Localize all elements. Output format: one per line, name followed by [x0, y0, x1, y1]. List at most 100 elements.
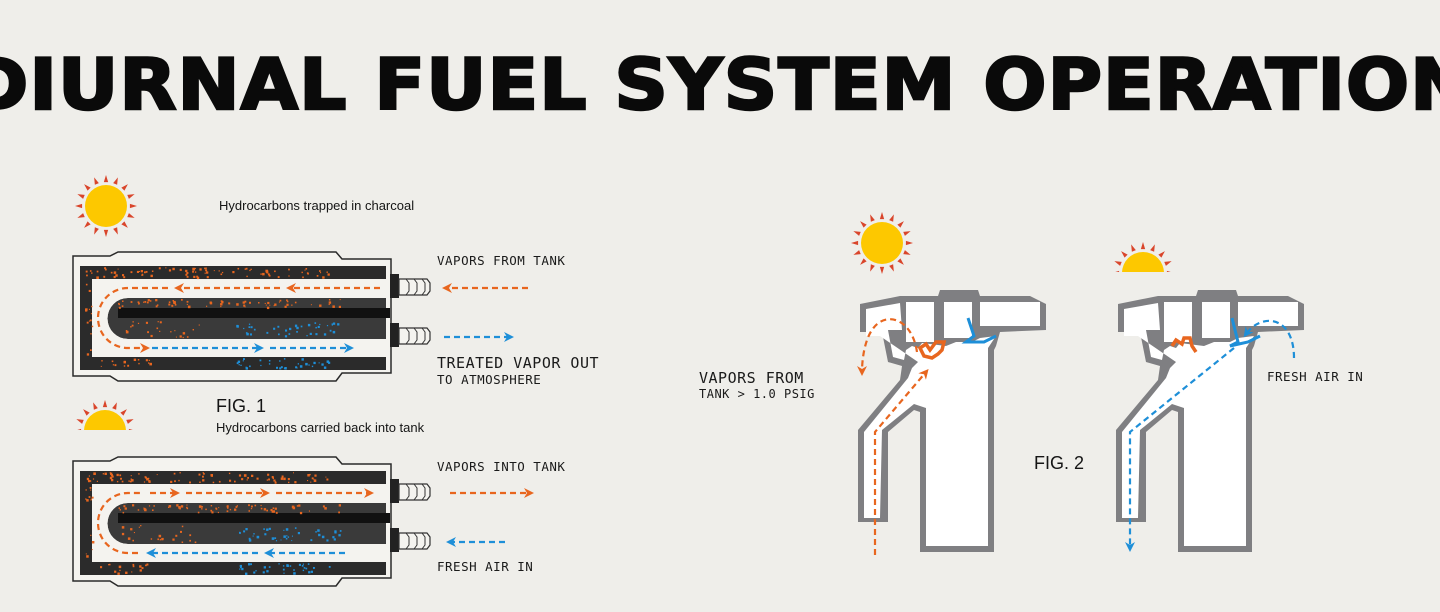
fig2-label: FIG. 2: [1034, 453, 1085, 473]
sun-ray: [870, 264, 875, 272]
sun-ray: [879, 212, 885, 220]
sun-ray: [1158, 288, 1165, 295]
hose-fitting: [390, 323, 431, 347]
sun-ray: [103, 175, 109, 183]
sun-ray: [897, 258, 904, 265]
fuel-cap-valve-vacuum: [1116, 290, 1304, 552]
charcoal-canister-top: [72, 251, 528, 382]
sun-disc: [861, 222, 903, 264]
sun-ray: [126, 419, 134, 424]
fig1-label: FIG. 1: [216, 396, 267, 416]
sun-ray: [903, 250, 911, 255]
sun-ray: [905, 240, 913, 246]
sun-ray: [77, 213, 85, 218]
vacuum-valve-flap: [961, 317, 997, 344]
sun-ray: [113, 177, 118, 185]
hose-fitting: [390, 479, 431, 503]
sun-ray: [1140, 242, 1146, 250]
sun-ray: [112, 402, 117, 410]
sun-ray: [76, 419, 84, 424]
sun-ray: [903, 231, 911, 236]
sun-ray: [93, 402, 98, 410]
vapor-release-arrow: [857, 318, 919, 376]
fresh-air-flow-arrow: [1243, 319, 1296, 359]
sun-ray: [1150, 244, 1155, 252]
vacuum-valve-flap: [1229, 317, 1261, 348]
sun-ray: [1114, 280, 1121, 285]
sun-ray: [84, 221, 91, 228]
pressure-valve-spring: [917, 340, 947, 360]
sun-ray: [860, 258, 867, 265]
sun-ray: [129, 203, 137, 209]
sun-ray: [1164, 261, 1172, 266]
label-vapors-from: VAPORS FROM: [699, 369, 804, 387]
sun-ray: [1166, 270, 1171, 272]
sun-ray: [860, 221, 867, 228]
setting-sun-icon: [1114, 242, 1172, 301]
caption-carried-back: Hydrocarbons carried back into tank: [216, 420, 425, 435]
sun-ray: [102, 400, 108, 408]
sun-ray: [853, 250, 861, 255]
sun-ray: [1131, 294, 1136, 301]
setting-sun-icon: [76, 400, 134, 459]
label-fresh-air-in-fig1: FRESH AIR IN: [437, 559, 534, 574]
sun-disc: [84, 410, 126, 430]
sun-ray: [1158, 251, 1165, 258]
label-treated-vapor-out: TREATED VAPOR OUT: [437, 354, 600, 372]
label-vapors-from-tank: VAPORS FROM TANK: [437, 253, 566, 268]
sun-ray: [84, 184, 91, 191]
label-to-atmosphere: TO ATMOSPHERE: [437, 372, 542, 387]
sun-ray: [1114, 261, 1122, 266]
sun-ray: [120, 446, 127, 453]
sun-ray: [1131, 244, 1136, 252]
sun-ray: [94, 227, 99, 235]
sun-icon: [851, 212, 913, 274]
sun-ray: [113, 227, 118, 235]
label-tank-psig: TANK > 1.0 PSIG: [699, 387, 815, 401]
pressure-valve-spring: [1170, 336, 1198, 353]
sun-ray: [879, 266, 885, 274]
label-fresh-air-in-fig2: FRESH AIR IN: [1267, 369, 1364, 384]
sun-ray: [93, 452, 98, 459]
sun-ray: [127, 213, 135, 218]
vapor-flow-arrow: [96, 491, 140, 555]
sun-ray: [126, 438, 133, 443]
hydrocarbon-speckles: [85, 267, 341, 370]
sun-ray: [851, 240, 859, 246]
sun-ray: [1115, 270, 1120, 272]
hydrocarbon-speckles: [85, 472, 342, 575]
sun-ray: [121, 221, 128, 228]
sun-ray: [76, 438, 83, 443]
charcoal-canister-bottom: [72, 456, 534, 587]
sun-ray: [889, 264, 894, 272]
vapor-flow-arrow: [873, 368, 929, 555]
sun-ray: [897, 221, 904, 228]
sun-disc: [85, 185, 127, 227]
sun-ray: [127, 194, 135, 199]
sun-ray: [103, 229, 109, 237]
fresh-air-flow-arrow: [1125, 347, 1235, 552]
sun-ray: [1121, 251, 1128, 258]
sun-ray: [75, 203, 83, 209]
sun-ray: [128, 428, 133, 430]
sun-ray: [77, 194, 85, 199]
page-title: DIURNAL FUEL SYSTEM OPERATION: [0, 43, 1440, 128]
hose-fitting: [390, 528, 431, 552]
sun-ray: [870, 214, 875, 222]
sun-icon: [75, 175, 137, 237]
caption-trapped: Hydrocarbons trapped in charcoal: [219, 198, 415, 213]
sun-ray: [83, 446, 90, 453]
sun-ray: [77, 428, 82, 430]
sun-disc: [1122, 252, 1164, 272]
sun-ray: [1121, 288, 1128, 295]
sun-ray: [121, 184, 128, 191]
sun-ray: [94, 177, 99, 185]
sun-ray: [120, 409, 127, 416]
sun-ray: [889, 214, 894, 222]
fuel-cap-valve-pressure: [857, 290, 1046, 555]
label-vapors-into-tank: VAPORS INTO TANK: [437, 459, 566, 474]
hose-fitting: [390, 274, 431, 298]
vapor-flow-arrow: [96, 286, 168, 353]
sun-ray: [1164, 280, 1171, 285]
